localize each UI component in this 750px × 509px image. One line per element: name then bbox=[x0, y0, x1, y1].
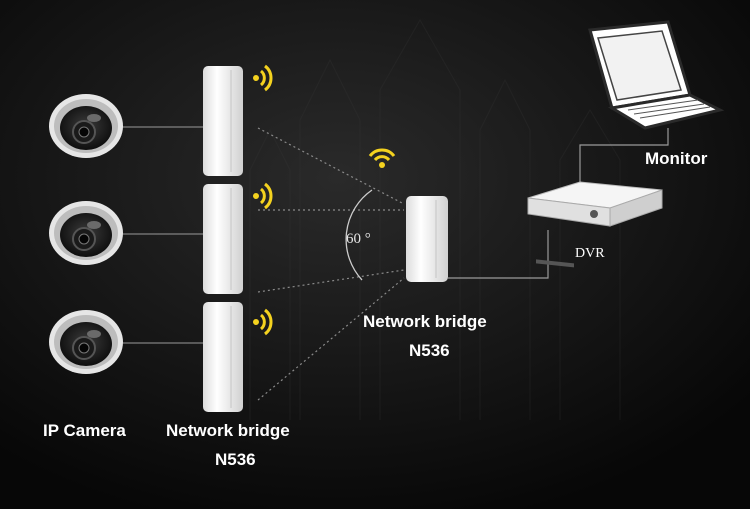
bridge-left-model-label: N536 bbox=[215, 450, 256, 469]
dvr-label: DVR bbox=[575, 246, 605, 261]
dvr-icon bbox=[527, 181, 663, 268]
camera-links bbox=[122, 126, 204, 344]
monitor-label: Monitor bbox=[645, 149, 708, 168]
ip-camera-1-icon bbox=[48, 93, 124, 159]
bridge-2-icon bbox=[202, 183, 244, 295]
bridge-1-icon bbox=[202, 65, 244, 177]
ip-camera-label: IP Camera bbox=[43, 421, 126, 440]
bridge-3-icon bbox=[202, 301, 244, 413]
laptop-icon bbox=[588, 20, 725, 130]
bridge-center-model-label: N536 bbox=[409, 341, 450, 360]
ip-camera-3-icon bbox=[48, 309, 124, 375]
bridge-left-name-label: Network bridge bbox=[166, 421, 290, 440]
angle-arc bbox=[345, 189, 373, 281]
bridge-center-name-label: Network bridge bbox=[363, 312, 487, 331]
background-architecture bbox=[249, 18, 621, 420]
angle-label: 60 ° bbox=[346, 231, 371, 247]
wireless-links bbox=[257, 127, 405, 401]
ip-camera-2-icon bbox=[48, 200, 124, 266]
wired-links bbox=[448, 128, 669, 279]
bridge-center-icon bbox=[406, 196, 448, 282]
